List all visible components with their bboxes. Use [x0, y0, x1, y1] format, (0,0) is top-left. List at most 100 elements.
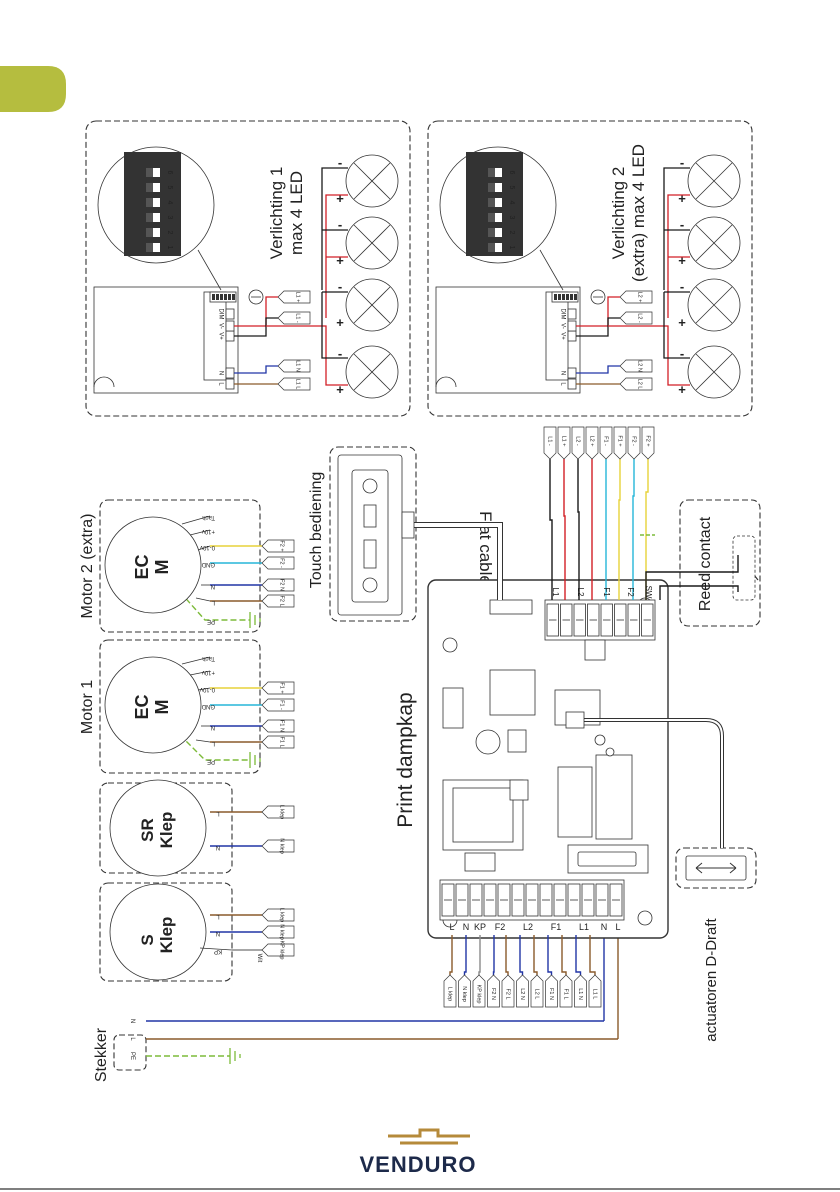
pcb-bottom-tag: L klep [443, 974, 457, 1008]
touch-box [329, 446, 417, 622]
svg-text:KP klep: KP klep [279, 941, 285, 960]
pcb-bottom-tag: F2 N [487, 974, 500, 1008]
svg-text:L2 N: L2 N [519, 988, 525, 1000]
svg-text:L1 L: L1 L [295, 379, 301, 390]
motor1-box [99, 639, 261, 774]
touch-button-bottom[interactable] [362, 577, 378, 593]
svg-text:V-: V- [217, 323, 223, 329]
pcb-top-term: F1 [602, 587, 611, 597]
svg-text:V+: V+ [217, 332, 223, 340]
svg-text:L: L [217, 382, 223, 386]
s-klep-box [99, 882, 233, 982]
sr-klep-term: N [216, 844, 220, 850]
svg-text:3: 3 [508, 216, 515, 220]
pcb-top-tag: L1 - [543, 426, 557, 460]
light2-title-1: Verlichting 2 [609, 167, 628, 260]
svg-text:L2 -: L2 - [575, 436, 581, 446]
s-klep-circle [109, 883, 207, 981]
svg-text:N klep: N klep [279, 924, 285, 940]
svg-text:4: 4 [508, 201, 515, 205]
motor2-term: +10v [202, 528, 215, 534]
motor2-term: Tach [202, 514, 215, 520]
motor1-ec: EC [132, 694, 152, 719]
motor1-tag: F1 + [261, 681, 295, 695]
relay-2 [595, 754, 633, 840]
svg-text:F1 N: F1 N [548, 988, 554, 1000]
s-klep-tag: N klep [261, 924, 295, 940]
svg-text:L1 +: L1 + [295, 292, 301, 303]
page-tab [0, 66, 66, 112]
stekker-title: Stekker [93, 1027, 110, 1082]
sr-klep-label-2: Klep [157, 812, 176, 849]
motor1-m: M [152, 700, 172, 715]
pcb-bottom-term: N [601, 922, 608, 932]
plug-pin-n: N [129, 1019, 135, 1023]
motor2-term: N [211, 583, 215, 589]
svg-text:F2 +: F2 + [279, 540, 285, 551]
s-klep-label-2: Klep [157, 917, 176, 954]
motor2-circle [104, 516, 202, 614]
svg-text:5: 5 [508, 186, 515, 190]
buzzer [475, 729, 501, 755]
pcb-top-tag: F2 + [641, 426, 655, 460]
svg-text:+: + [678, 191, 686, 206]
svg-text:F2 +: F2 + [645, 435, 651, 446]
pcb-bottom-tag: L2 N [516, 974, 529, 1008]
pcb-bottom-term: N [463, 922, 470, 932]
motor2-term: GND [201, 561, 215, 567]
pcb-bottom-term: L [449, 922, 454, 932]
motor1-term: N [211, 724, 215, 730]
svg-text:F1 -: F1 - [603, 436, 609, 446]
svg-text:6: 6 [166, 171, 173, 175]
svg-text:L2 L: L2 L [637, 379, 643, 390]
lighting1-tag: L1 - [277, 311, 311, 325]
motor2-term: L [211, 599, 215, 605]
svg-text:-: - [680, 279, 684, 294]
light1-title-2: max 4 LED [287, 171, 306, 255]
s-klep-label-1: S [138, 934, 157, 945]
lighting2-tag: L2 + [619, 290, 653, 304]
motor2-tag: F2 - [261, 556, 295, 570]
svg-text:F2 N: F2 N [279, 579, 285, 591]
motor2-tag: F2 L [261, 594, 295, 608]
svg-text:F1 -: F1 - [279, 700, 285, 710]
pcb-bottom-term: L1 [579, 922, 589, 932]
s-klep-tag: L klep [261, 908, 295, 922]
pcb-bottom-tag: KP klep [472, 974, 486, 1008]
s-klep-tag: KP klep [261, 941, 295, 960]
pcb-top-term: SW [644, 586, 653, 599]
svg-text:L klep: L klep [447, 987, 453, 1001]
logo-text: VENDURO [359, 1152, 476, 1177]
motor2-title: Motor 2 (extra) [79, 514, 96, 619]
touch-button-top[interactable] [362, 478, 378, 494]
pcb-top-tag: L1 + [557, 426, 571, 460]
svg-text:+: + [678, 382, 686, 397]
lighting2-tag: L2 N [619, 359, 653, 373]
svg-text:F2 L: F2 L [279, 595, 285, 606]
svg-text:4: 4 [166, 201, 173, 205]
pcb-bottom-tag: F1 L [559, 974, 573, 1008]
motor2-term: 0-10v [200, 544, 215, 550]
svg-text:-: - [680, 217, 684, 232]
svg-text:2: 2 [508, 231, 515, 235]
sr-klep-tag: N klep [261, 838, 295, 854]
lighting2-box [427, 120, 753, 417]
svg-text:L klep: L klep [279, 805, 285, 819]
svg-text:L: L [559, 382, 565, 386]
sr-klep-tag: L klep [261, 805, 295, 819]
motor1-tag: F1 N [261, 719, 295, 733]
svg-text:F1 +: F1 + [279, 682, 285, 693]
pcb-bottom-tag: F1 N [545, 974, 558, 1008]
sr-klep-circle [109, 779, 207, 877]
svg-text:F2 -: F2 - [279, 558, 285, 568]
motor1-tag: F1 - [261, 698, 295, 712]
plug-pin-pe: PE [129, 1052, 135, 1060]
pcb-bottom-term: F2 [495, 922, 506, 932]
s-klep-term: N [216, 930, 220, 936]
motor2-m: M [152, 560, 172, 575]
svg-text:L2 +: L2 + [637, 292, 643, 303]
lighting1-tag: L1 L [277, 377, 311, 391]
print-title: Print dampkap [394, 692, 417, 827]
pcb-top-tag: F2 - [627, 426, 641, 460]
